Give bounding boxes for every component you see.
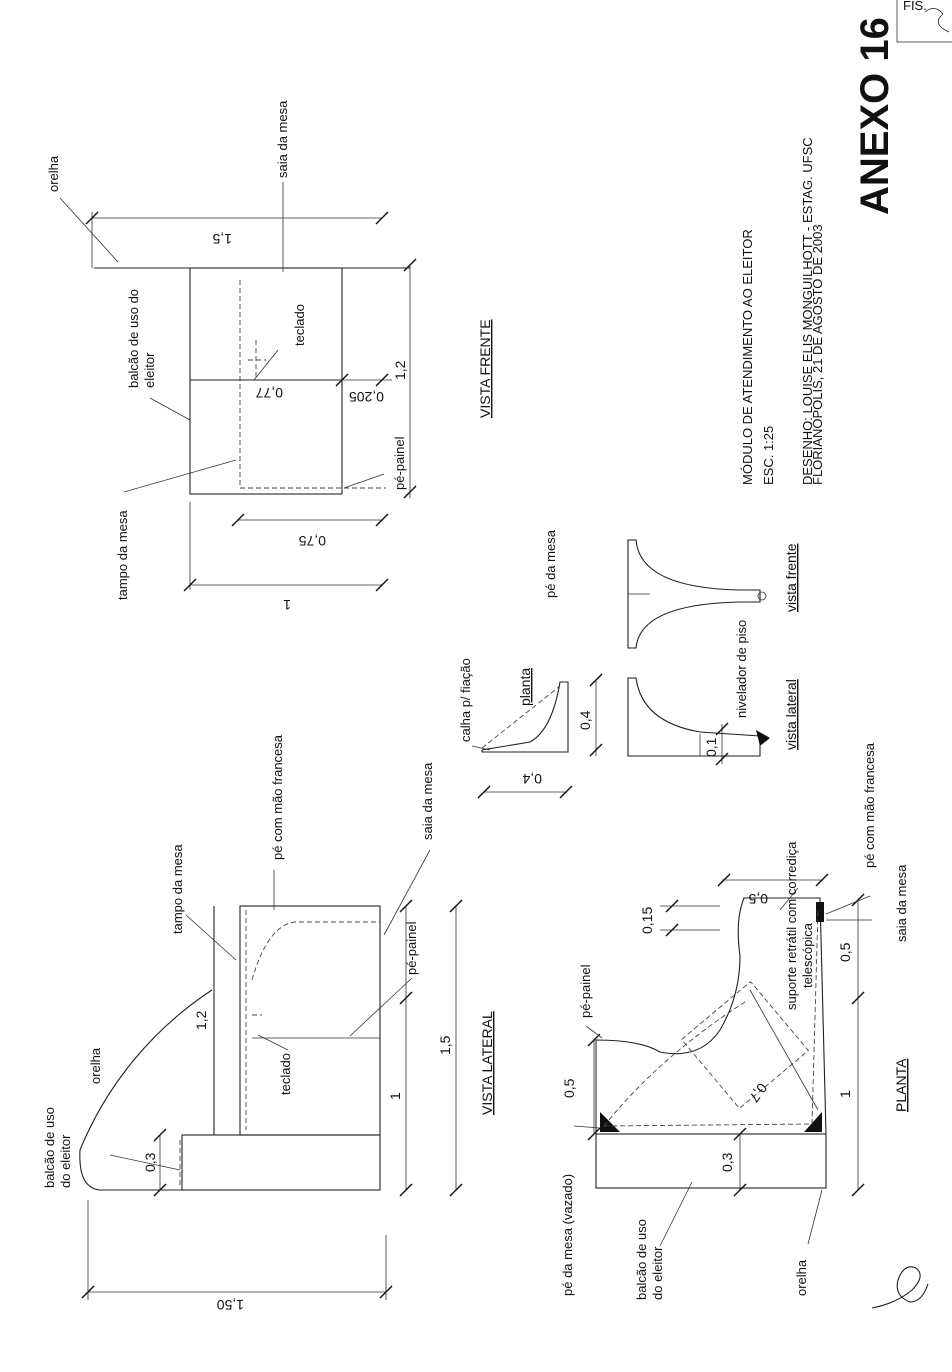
pe-da-mesa-drawing xyxy=(471,539,770,799)
nivelador-icon xyxy=(756,730,770,746)
pl-label-balcao-2: do eleitor xyxy=(650,1246,665,1300)
lat-label-saia: saia da mesa xyxy=(420,762,435,840)
pe-dim-0-4-h: 0,4 xyxy=(522,771,542,787)
foot-front xyxy=(627,539,761,649)
title-line-1: MÓDULO DE ATENDIMENTO AO ELEITOR xyxy=(740,229,755,485)
pl-dim-0-15: 0,15 xyxy=(639,907,655,934)
planta-desk xyxy=(595,897,827,1135)
pl-dim-0-3: 0,3 xyxy=(719,1152,735,1172)
dim-1-2-front: 1,2 xyxy=(392,360,408,380)
planta-drawing xyxy=(573,873,872,1247)
lat-label-balcao: balcão de uso xyxy=(42,1107,57,1188)
lat-label-tampo: tampo da mesa xyxy=(170,844,185,934)
pl-dim-0-5-top: 0,5 xyxy=(748,891,768,907)
planta-balcao xyxy=(595,1133,827,1189)
foot-marker-top xyxy=(816,902,824,922)
vista-frente-drawing: 1,5 1,2 0,77 0,205 0,75 1 xyxy=(59,182,417,613)
foot-marker-right xyxy=(804,1112,822,1132)
lat-label-orelha: orelha xyxy=(88,1047,103,1084)
pe-title: pé da mesa xyxy=(543,529,558,598)
vf-label-pe-painel: pé-painel xyxy=(392,436,407,490)
vf-label-tampo: tampo da mesa xyxy=(115,510,130,600)
pl-label-pe-painel: pé-painel xyxy=(578,964,593,1018)
stamp-box: FIS. xyxy=(896,0,952,43)
pe-label-vista-frente: vista frente xyxy=(783,543,799,612)
dim-1-front: 1 xyxy=(283,597,291,613)
vista-lateral-drawing: 1 1,5 0,3 1,50 xyxy=(79,849,463,1313)
lat-label-pe-mao: pé com mão francesa xyxy=(270,734,285,860)
vf-title: VISTA FRENTE xyxy=(477,319,493,418)
title-block: ANEXO 16 MÓDULO DE ATENDIMENTO AO ELEITO… xyxy=(740,17,897,485)
vf-label-orelha: orelha xyxy=(46,155,61,192)
lat-dim-1-5: 1,5 xyxy=(437,1035,453,1055)
lat-dim-0-3: 0,3 xyxy=(142,1152,158,1172)
pe-dim-0-1: 0,1 xyxy=(703,737,719,757)
vf-label-teclado: teclado xyxy=(292,304,307,346)
dim-0-75: 0,75 xyxy=(299,533,326,549)
pe-label-nivelador: nivelador de piso xyxy=(734,620,749,718)
lat-dim-1-50: 1,50 xyxy=(217,1297,244,1313)
stamp-label: FIS. xyxy=(903,0,927,13)
credit-line-2: FLORIANÓPOLIS, 21 DE AGOSTO DE 2003 xyxy=(810,224,825,485)
pl-label-saia: saia da mesa xyxy=(894,864,909,942)
lat-dim-1-2: 1,2 xyxy=(193,1010,209,1030)
vf-label-saia: saia da mesa xyxy=(275,100,290,178)
pl-dim-1: 1 xyxy=(837,1090,853,1098)
pl-label-pe-mao: pé com mão francesa xyxy=(862,742,877,868)
foot-plan xyxy=(481,681,569,753)
foot-marker-left xyxy=(600,1112,620,1132)
pl-label-pe-vazado: pé da mesa (vazado) xyxy=(560,1174,575,1296)
pl-dim-0-5-left: 0,5 xyxy=(561,1078,577,1098)
pl-title: PLANTA xyxy=(893,1058,909,1112)
lat-label-teclado: teclado xyxy=(278,1053,293,1095)
lat-label-balcao-2: do eleitor xyxy=(58,1134,73,1188)
pe-label-planta: planta xyxy=(517,668,533,706)
signature xyxy=(871,1266,929,1309)
pl-dim-0-5-right: 0,5 xyxy=(837,942,853,962)
pl-label-balcao: balcão de uso xyxy=(634,1219,649,1300)
annex-label: ANEXO 16 xyxy=(853,17,897,215)
dim-0-205: 0,205 xyxy=(349,389,384,405)
dim-1-5-top: 1,5 xyxy=(212,231,232,247)
credit-line-1: DESENHO: LOUISE ELIS MONGUILHOTT - ESTAG… xyxy=(800,137,815,485)
orelha-arc xyxy=(79,989,213,1191)
desk-frame xyxy=(189,267,343,495)
pl-label-suporte: suporte retrátil com corrediça xyxy=(784,841,799,1010)
title-line-2: ESC. 1:25 xyxy=(761,426,776,485)
vf-label-balcao: balcão de uso do xyxy=(126,289,141,388)
lateral-desk xyxy=(239,905,381,1136)
pe-dim-0-4-v: 0,4 xyxy=(577,710,593,730)
lat-dim-1: 1 xyxy=(387,1092,403,1100)
stamp-signature xyxy=(924,8,950,33)
pl-label-suporte-2: telescópica xyxy=(800,922,815,988)
pe-label-calha: calha p/ fiação xyxy=(458,658,473,742)
pl-label-orelha: orelha xyxy=(794,1259,809,1296)
lat-title: VISTA LATERAL xyxy=(479,1011,495,1115)
lat-label-pe-painel: pé-painel xyxy=(404,921,419,975)
suporte-retratil xyxy=(680,980,810,1110)
dim-0-77: 0,77 xyxy=(256,385,283,401)
pe-label-vista-lateral: vista lateral xyxy=(783,679,799,750)
vf-label-balcao-2: eleitor xyxy=(142,352,157,388)
